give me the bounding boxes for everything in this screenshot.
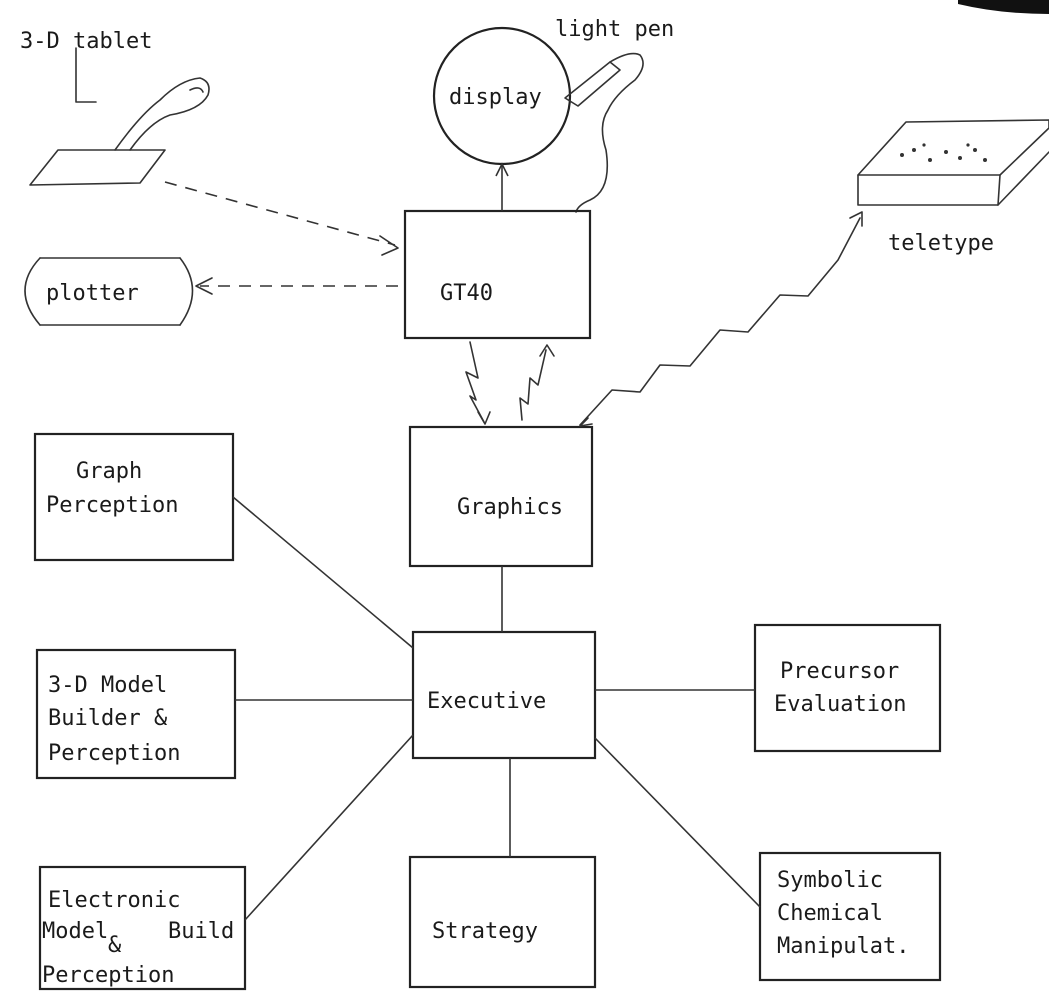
- tablet-dashed-arrow: [164, 181, 399, 256]
- gt40-label: GT40: [440, 281, 493, 306]
- executive-label: Executive: [427, 689, 546, 714]
- model-builder-line-3: Perception: [48, 741, 180, 766]
- model-builder-line-2: Builder &: [48, 706, 168, 731]
- light-pen-sketch: [564, 52, 644, 213]
- electronic-model-word-model: Model: [42, 919, 108, 944]
- light-pen-label: light pen: [555, 17, 674, 42]
- teletype-keys: [900, 143, 987, 162]
- graph-perception-line-1: Graph: [76, 459, 142, 484]
- model-builder-box: [35, 648, 237, 780]
- electronic-model-executive-line: [244, 734, 414, 921]
- plotter-label: plotter: [46, 281, 139, 306]
- graphics-box: [408, 425, 594, 568]
- corner-smudge: [958, 0, 1049, 14]
- strategy-label: Strategy: [432, 919, 538, 944]
- teletype-lightning: [579, 211, 863, 427]
- teletype-label: teletype: [888, 231, 994, 256]
- graphics-label: Graphics: [457, 495, 563, 520]
- electronic-model-ampersand: &: [108, 933, 122, 958]
- plotter-sketch: [24, 257, 194, 326]
- tablet-sketch: [29, 47, 210, 186]
- symbolic-box: [758, 851, 942, 982]
- precursor-line-2: Evaluation: [774, 692, 906, 717]
- tablet-label: 3-D tablet: [20, 29, 152, 54]
- gt40-box: [403, 209, 592, 340]
- symbolic-line-2: Chemical: [777, 901, 883, 926]
- graph-perception-executive-line: [232, 496, 414, 649]
- symbolic-line-1: Symbolic: [777, 868, 883, 893]
- electronic-model-line-1: Electronic: [48, 888, 180, 913]
- gt40-graphics-lightning: [465, 341, 555, 425]
- precursor-line-1: Precursor: [780, 659, 899, 684]
- symbolic-line-3: Manipulat.: [777, 934, 909, 959]
- teletype-sketch: [857, 119, 1049, 206]
- electronic-model-box: [38, 865, 247, 991]
- executive-box: [411, 630, 597, 760]
- graph-perception-line-2: Perception: [46, 493, 178, 518]
- symbolic-executive-line: [594, 737, 761, 908]
- plotter-dashed-arrow: [195, 277, 398, 295]
- strategy-box: [408, 855, 597, 989]
- electronic-model-line-3: Perception: [42, 963, 174, 988]
- model-builder-line-1: 3-D Model: [48, 673, 167, 698]
- precursor-box: [753, 623, 942, 753]
- display-arrow: [495, 162, 509, 211]
- display-label: display: [449, 85, 542, 110]
- electronic-model-word-build: Build: [168, 919, 234, 944]
